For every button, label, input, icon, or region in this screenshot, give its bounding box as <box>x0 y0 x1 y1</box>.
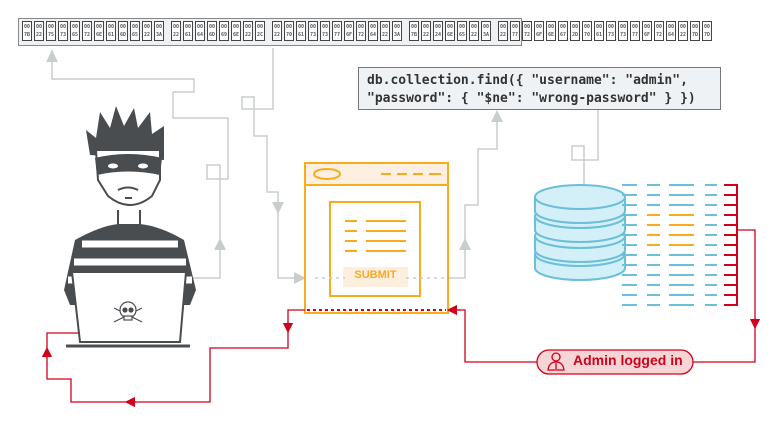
red-db-to-badge <box>693 229 756 363</box>
skull-icon <box>113 301 143 323</box>
flow-payload-to-form <box>241 48 300 279</box>
response-flow-lines <box>41 229 761 408</box>
query-code-box: db.collection.find({ "username": "admin"… <box>358 67 721 110</box>
hacker-illustration <box>64 106 196 348</box>
flow-hacker-to-payload <box>51 50 229 279</box>
database-icon <box>534 184 626 281</box>
hacker-mask <box>95 154 162 175</box>
login-form-illustration <box>304 162 449 314</box>
user-icon <box>547 352 565 371</box>
admin-logged-in-badge <box>536 349 694 375</box>
query-line-2: "password": { "$ne": "wrong-password" } … <box>367 91 696 106</box>
query-line-1: db.collection.find({ "username": "admin"… <box>367 73 688 88</box>
red-badge-to-form <box>458 309 537 363</box>
submit-button-bg <box>343 267 408 287</box>
browser-address-icon <box>313 168 341 180</box>
flow-form-to-query <box>448 112 498 279</box>
hacker-hair <box>86 106 164 160</box>
form-field-lines <box>345 220 406 252</box>
admin-logged-in-label: Admin logged in <box>573 352 683 368</box>
database-records <box>622 184 737 306</box>
submit-button: SUBMIT <box>354 269 397 281</box>
flow-query-to-db <box>571 110 599 194</box>
